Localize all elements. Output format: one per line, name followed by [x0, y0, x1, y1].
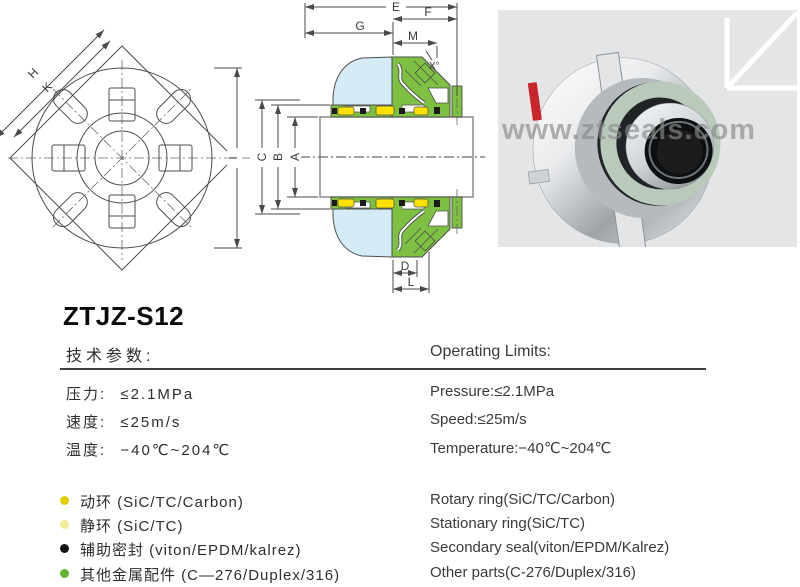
- dim-label-l: L: [408, 275, 415, 289]
- material-bullet-0: [60, 496, 69, 505]
- heading-divider: [60, 368, 706, 370]
- material-en-stationary-ring: Stationary ring(SiC/TC): [430, 515, 586, 532]
- front-outer-circle: [31, 67, 213, 249]
- front-view-drawing: H K I: [0, 29, 250, 271]
- dim-label-c: C: [255, 152, 269, 161]
- dim-label-f: F: [424, 5, 431, 19]
- dim-label-b: B: [271, 153, 285, 161]
- spec-value: ≤2.1MPa: [120, 386, 195, 403]
- section-dims-bottom: D L: [392, 252, 430, 293]
- spec-row-pressure-cn: 压力: ≤2.1MPa: [66, 383, 194, 404]
- section-upper-assembly: [330, 56, 463, 125]
- dim-label-a: A: [288, 153, 302, 161]
- spec-row-pressure-en: Pressure:≤2.1MPa: [430, 383, 555, 400]
- front-dim-i: I: [214, 67, 242, 249]
- material-cn-rotary-ring: 动环 (SiC/TC/Carbon): [80, 494, 244, 511]
- material-bullet-1: [60, 520, 69, 529]
- dim-label-e: E: [392, 0, 400, 14]
- material-cn-stationary-ring: 静环 (SiC/TC): [80, 518, 184, 535]
- en-params-heading: Operating Limits:: [430, 343, 551, 360]
- material-en-other-parts: Other parts(C-276/Duplex/316): [430, 564, 636, 581]
- corner-mark-icon: [724, 11, 797, 91]
- product-photo: www.ztseals.com: [498, 10, 797, 247]
- material-en-secondary-seal: Secondary seal(viton/EPDM/Kalrez): [430, 539, 670, 556]
- section-dims-top: E F G M X°: [304, 0, 458, 96]
- spec-value: ≤25m/s: [120, 414, 182, 431]
- material-bullet-2: [60, 544, 69, 553]
- dim-label-g: G: [355, 19, 364, 33]
- watermark: www.ztseals.com: [502, 114, 757, 146]
- spec-row-speed-cn: 速度: ≤25m/s: [66, 411, 181, 432]
- dim-label-i: I: [226, 156, 240, 159]
- dim-label-d: D: [401, 259, 410, 273]
- front-centerlines: [8, 60, 250, 260]
- red-stripe: [527, 82, 542, 121]
- spec-row-temperature-en: Temperature:−40℃~204℃: [430, 440, 612, 457]
- spec-row-temperature-cn: 温度: −40℃~204℃: [66, 439, 231, 460]
- dim-label-h: H: [25, 65, 41, 81]
- dim-label-m: M: [408, 29, 418, 43]
- page-title: ZTJZ-S12: [63, 301, 185, 331]
- material-cn-other-parts: 其他金属配件 (C—276/Duplex/316): [80, 567, 341, 584]
- spec-value: −40℃~204℃: [120, 442, 232, 459]
- dim-label-angle: X°: [429, 61, 440, 72]
- cn-params-heading: 技术参数:: [66, 348, 155, 365]
- front-dim-hk: H K: [0, 29, 111, 138]
- section-view-drawing: E F G M X° C B A: [255, 0, 485, 293]
- spec-row-speed-en: Speed:≤25m/s: [430, 411, 527, 428]
- material-bullet-3: [60, 569, 69, 578]
- section-dims-left: C B A: [255, 99, 330, 215]
- seal-product-image: [527, 51, 721, 247]
- spec-label: 压力:: [66, 386, 107, 403]
- material-cn-secondary-seal: 辅助密封 (viton/EPDM/kalrez): [80, 542, 302, 559]
- spec-label: 速度:: [66, 414, 107, 431]
- spec-label: 温度:: [66, 442, 107, 459]
- material-en-rotary-ring: Rotary ring(SiC/TC/Carbon): [430, 491, 616, 508]
